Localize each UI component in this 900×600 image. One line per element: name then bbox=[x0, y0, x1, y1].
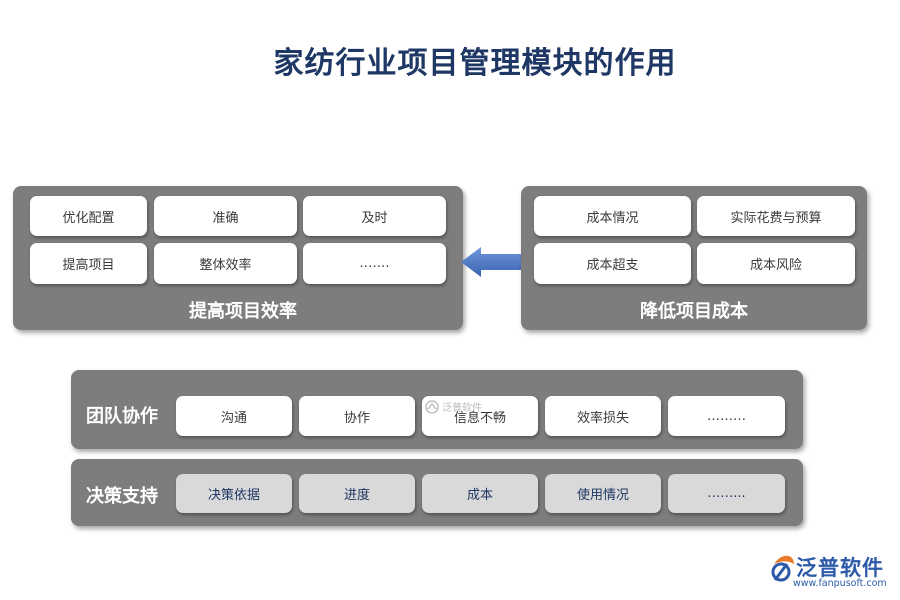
decision-item: 决策依据 bbox=[176, 474, 292, 513]
efficiency-item: 优化配置 bbox=[30, 196, 147, 236]
efficiency-item: ……. bbox=[303, 243, 446, 284]
team-item: 沟通 bbox=[176, 396, 292, 436]
left-arrow-icon bbox=[461, 247, 523, 277]
watermark-logo-icon bbox=[425, 399, 439, 414]
decision-item: 使用情况 bbox=[545, 474, 661, 513]
team-label: 团队协作 bbox=[86, 406, 158, 427]
watermark: 泛普软件 bbox=[425, 399, 482, 414]
cost-item: 成本超支 bbox=[534, 243, 691, 284]
page-title: 家纺行业项目管理模块的作用 bbox=[273, 46, 677, 81]
efficiency-item: 提高项目 bbox=[30, 243, 147, 284]
decision-item: 成本 bbox=[422, 474, 538, 513]
cost-item: 成本情况 bbox=[534, 196, 691, 236]
efficiency-item: 准确 bbox=[154, 196, 297, 236]
team-item: 信息不畅 bbox=[422, 396, 538, 436]
team-item: 协作 bbox=[299, 396, 415, 436]
cost-item: 成本风险 bbox=[697, 243, 855, 284]
team-item: 效率损失 bbox=[545, 396, 661, 436]
decision-item: ……... bbox=[668, 474, 785, 513]
brand-name: 泛普软件 bbox=[796, 556, 884, 580]
decision-label: 决策支持 bbox=[86, 486, 158, 507]
efficiency-item: 整体效率 bbox=[154, 243, 297, 284]
team-item: ……… bbox=[668, 396, 785, 436]
cost-label: 降低项目成本 bbox=[640, 301, 748, 322]
brand-url: www.fanpusoft.com bbox=[793, 578, 887, 589]
decision-item: 进度 bbox=[299, 474, 415, 513]
cost-item: 实际花费与预算 bbox=[697, 196, 855, 236]
efficiency-label: 提高项目效率 bbox=[189, 301, 297, 322]
efficiency-item: 及时 bbox=[303, 196, 446, 236]
brand-logo-icon bbox=[771, 555, 794, 582]
watermark-text: 泛普软件 bbox=[442, 403, 482, 414]
